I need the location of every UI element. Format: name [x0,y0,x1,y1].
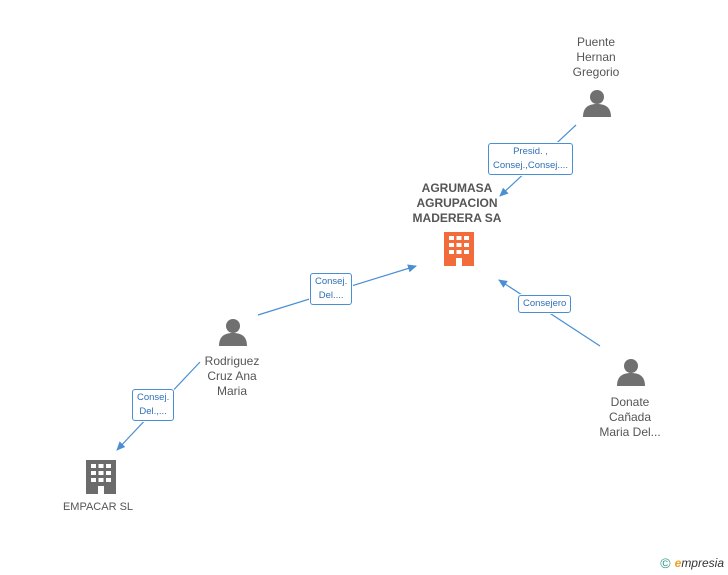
copyright-icon: © [660,555,671,571]
label-line: AGRUMASA [421,181,493,195]
person-icon[interactable] [219,319,247,346]
building-icon[interactable] [86,460,116,494]
footer-brand[interactable]: © empresia [660,555,724,571]
label-line: Consej. [137,392,170,403]
label-line: Maria Del... [599,425,661,439]
building-icon[interactable] [444,232,474,266]
label-line: Presid. , [513,146,548,157]
person-icon[interactable] [583,90,611,117]
edge-label-rodriguez-agrumasa[interactable]: Consej. Del.... [310,273,353,305]
node-label-agrumasa[interactable]: AGRUMASA AGRUPACION MADERERA SA [413,181,502,226]
label-line: Gregorio [572,65,620,79]
brand-logo[interactable]: empresia [675,556,724,570]
label-line: Puente [576,35,616,49]
edge-label-puente-agrumasa[interactable]: Presid. , Consej.,Consej.... [488,143,573,175]
node-label-puente[interactable]: Puente Hernan Gregorio [573,35,620,80]
label-line: Consej.,Consej.... [493,160,568,171]
label-line: MADERERA SA [412,211,502,225]
label-line: Cruz Ana [207,369,257,383]
label-line: Hernan [576,50,616,64]
node-label-donate[interactable]: Donate Cañada Maria Del... [599,395,660,440]
label-line: Donate [610,395,650,409]
label-line: Maria [216,384,248,398]
person-icon[interactable] [617,359,645,386]
label-line: AGRUPACION [416,196,498,210]
label-line: Del.... [318,290,344,301]
label-line: Del.,... [139,406,167,417]
brand-initial: e [674,556,682,570]
edge-donate-agrumasa [498,279,601,347]
label-line: Cañada [608,410,652,424]
label-line: Consej. [315,276,348,287]
brand-name: mpresia [681,556,724,570]
node-label-empacar[interactable]: EMPACAR SL [63,500,133,515]
edge-label-donate-agrumasa[interactable]: Consejero [518,295,572,313]
node-label-rodriguez[interactable]: Rodriguez Cruz Ana Maria [205,354,260,399]
label-line: Consejero [523,298,567,309]
label-line: Rodriguez [204,354,260,368]
label-line: EMPACAR SL [62,501,134,513]
edge-label-rodriguez-empacar[interactable]: Consej. Del.,... [132,389,175,421]
